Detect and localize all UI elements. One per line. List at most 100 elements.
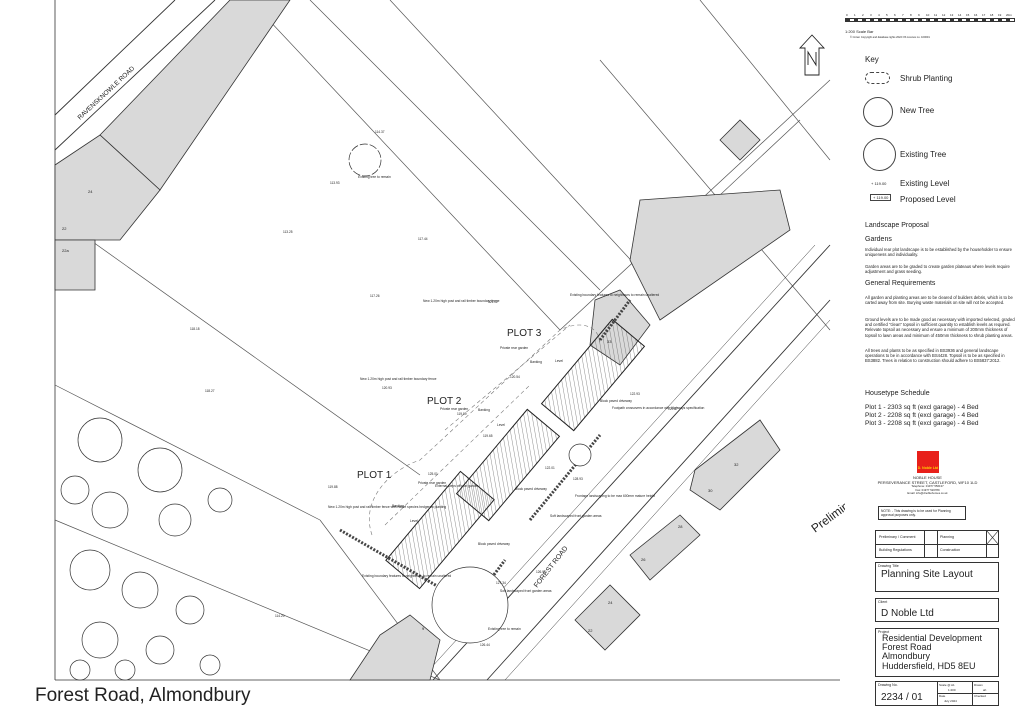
- scale-tick-label: 5: [886, 13, 888, 17]
- svg-text:New 1.20m high post and rail t: New 1.20m high post and rail timber boun…: [423, 299, 500, 303]
- svg-text:122.01: 122.01: [545, 466, 555, 470]
- svg-text:119.65: 119.65: [483, 434, 493, 438]
- svg-text:120.93: 120.93: [382, 386, 392, 390]
- trees: [60, 143, 592, 681]
- scale-tick-label: 4: [878, 13, 880, 17]
- svg-text:New 1.20m high post and rail t: New 1.20m high post and rail timber fenc…: [328, 505, 446, 509]
- svg-text:126.96: 126.96: [536, 570, 546, 574]
- scale-tick-label: 1: [854, 13, 856, 17]
- svg-text:128.93: 128.93: [573, 477, 583, 481]
- svg-text:New 1.20m high post and rail t: New 1.20m high post and rail timber boun…: [360, 377, 437, 381]
- company-address: PERSEVERANCE STREET, CASTLEFORD, WF10 1L…: [877, 479, 978, 485]
- schedule-title: Housetype Schedule: [865, 390, 930, 397]
- plot-1-label: PLOT 1: [357, 470, 392, 481]
- sheet-title: Forest Road, Almondbury: [35, 685, 251, 706]
- drawn-label: Drawn: [974, 683, 983, 687]
- new-tree: [568, 443, 592, 467]
- key-new-tree: New Tree: [900, 106, 935, 115]
- status-construction: Construction: [940, 548, 961, 552]
- drawing-title: Planning Site Layout: [881, 569, 973, 580]
- drawing-title-label: Drawing Title: [878, 564, 899, 568]
- plan-notes: Private rear garden Private rear garden …: [328, 175, 705, 631]
- copyright: © Crown Copyright and database rights 20…: [850, 36, 930, 39]
- svg-text:113.93: 113.93: [330, 181, 340, 185]
- general-paragraph: All garden and planting areas are to be …: [865, 295, 1013, 306]
- project-line: Residential Development: [882, 633, 983, 643]
- landscape-title: Landscape Proposal: [865, 222, 929, 229]
- svg-text:117.26: 117.26: [370, 294, 380, 298]
- schedule-row: Plot 3 - 2208 sq ft (excl garage) - 4 Be…: [865, 419, 979, 427]
- svg-text:Footpath crossovers in accorda: Footpath crossovers in accordance with H…: [612, 406, 705, 410]
- shrub-icon: [865, 72, 890, 84]
- client-name: D Noble Ltd: [881, 608, 934, 619]
- svg-text:121.02: 121.02: [488, 300, 498, 304]
- proposed-dwellings: [385, 318, 646, 590]
- svg-text:Banking: Banking: [530, 360, 542, 364]
- svg-text:22: 22: [588, 628, 593, 633]
- scale-tick-label: 14: [958, 13, 962, 17]
- checked-label: Checked: [974, 694, 986, 698]
- svg-text:Existing boundary features to: Existing boundary features to neighbours…: [570, 293, 659, 297]
- scale-tick-label: 16: [974, 13, 978, 17]
- svg-text:Block paved driveway: Block paved driveway: [600, 399, 632, 403]
- svg-text:119.88: 119.88: [328, 485, 338, 489]
- project-box: Project Residential Development Forest R…: [875, 628, 999, 677]
- status-table: Preliminary / Comment Planning Building …: [875, 530, 999, 558]
- drawing-number: 2234 / 01: [881, 692, 923, 703]
- company-name: NOBLE HOUSE: [913, 475, 942, 480]
- dwelling-plot-2: [455, 408, 561, 522]
- svg-text:114.37: 114.37: [375, 130, 385, 134]
- existing-tree-icon: [863, 138, 896, 171]
- svg-text:33: 33: [607, 339, 612, 344]
- scale-tick-label: 0: [846, 13, 848, 17]
- scale-tick-label: 8: [910, 13, 912, 17]
- general-paragraph: Ground levels are to be made good as nec…: [865, 317, 1015, 338]
- site-plan: RAVENSKNOWLE ROAD FOREST ROAD PLOT 1 PLO…: [54, 0, 845, 681]
- svg-text:127.34: 127.34: [496, 581, 506, 585]
- svg-text:118.27: 118.27: [205, 389, 215, 393]
- svg-text:113.25: 113.25: [283, 230, 293, 234]
- client-box: Client D Noble Ltd: [875, 598, 999, 622]
- scale-tick-label: 19: [998, 13, 1002, 17]
- scale-tick-label: 3: [870, 13, 872, 17]
- svg-text:117.44: 117.44: [418, 237, 428, 241]
- svg-text:Level: Level: [497, 423, 505, 427]
- existing-tree: [348, 143, 382, 177]
- svg-text:22: 22: [62, 226, 67, 231]
- scale-tick-label: 7: [902, 13, 904, 17]
- status-planning: Planning: [940, 535, 954, 539]
- svg-text:126.44: 126.44: [480, 643, 490, 647]
- svg-text:119.99: 119.99: [457, 412, 467, 416]
- svg-text:Banking: Banking: [478, 408, 490, 412]
- svg-text:129.07: 129.07: [668, 407, 678, 411]
- svg-text:28: 28: [678, 524, 683, 529]
- date-value: July 2024: [944, 699, 957, 703]
- level-value: 119.00: [874, 181, 887, 186]
- svg-text:32: 32: [734, 462, 739, 467]
- svg-text:125.01: 125.01: [428, 472, 438, 476]
- svg-text:24: 24: [88, 189, 93, 194]
- project-details: Residential Development Forest Road Almo…: [882, 633, 983, 671]
- company-email: Email: info@dnoblehomes.co.uk: [907, 491, 948, 495]
- svg-text:30: 30: [708, 488, 713, 493]
- svg-text:26: 26: [641, 557, 646, 562]
- svg-text:Soft landscaped front garden a: Soft landscaped front garden areas: [500, 589, 552, 593]
- svg-text:Level: Level: [555, 359, 563, 363]
- project-line: Huddersfield, HD5 8EU: [882, 660, 976, 671]
- plot-outlines: [369, 324, 601, 536]
- proposed-level-sample: + 119.00: [870, 194, 892, 201]
- company-logo: D. Noble Ltd: [917, 451, 939, 473]
- svg-text:Existing tree to remain: Existing tree to remain: [488, 627, 521, 631]
- svg-text:Block paved driveway: Block paved driveway: [515, 487, 547, 491]
- scale-tick-label: 11: [934, 13, 938, 17]
- company-tel: Telephone: 01977 556137: [911, 484, 944, 489]
- scale-tick-label: 18: [990, 13, 994, 17]
- scale-bar-label: 1:200 Scale Bar: [845, 29, 874, 34]
- svg-text:Private rear garden: Private rear garden: [440, 407, 468, 411]
- svg-text:Block paved driveway: Block paved driveway: [478, 542, 510, 546]
- drawing-title-box: Drawing Title Planning Site Layout: [875, 562, 999, 592]
- status-preliminary: Preliminary / Comment: [879, 535, 916, 539]
- svg-text:114.20: 114.20: [275, 614, 285, 618]
